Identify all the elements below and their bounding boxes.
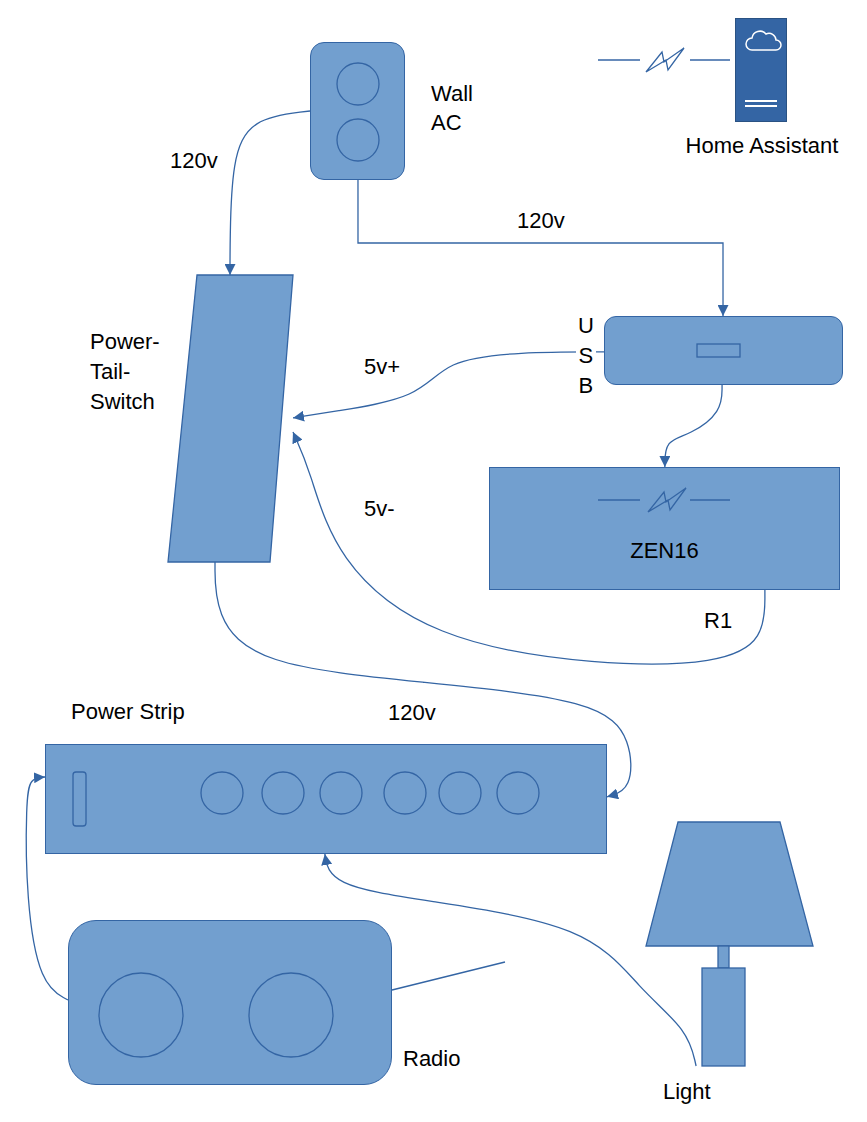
wire-connector <box>358 180 723 316</box>
shape-outline <box>646 822 813 1066</box>
text-slot: Wall AC <box>431 79 473 137</box>
text-slot: 120v <box>515 206 567 235</box>
lamp-base <box>702 968 745 1066</box>
text-slot: Radio <box>403 1044 460 1073</box>
wire-connector <box>665 385 722 467</box>
text-slot: 5v+ <box>362 352 402 381</box>
cloud-icon <box>746 31 781 50</box>
voltage-label: 120v <box>386 698 438 727</box>
lamp-shape: Light <box>646 822 813 1066</box>
outlet <box>497 772 539 814</box>
lamp-shade <box>646 822 813 946</box>
shape-outline <box>168 275 293 562</box>
node-label: Radio <box>403 1044 460 1073</box>
text-slot: 5v- <box>362 494 397 523</box>
node-label: Light <box>663 1077 711 1106</box>
wireless-line <box>598 59 640 60</box>
switch-outline <box>168 275 293 562</box>
speaker <box>249 973 333 1057</box>
text-slot: Light <box>663 1077 711 1106</box>
wire-connector <box>230 111 310 275</box>
switch-box: Power- Tail- Switch <box>168 275 293 562</box>
usb-port <box>697 344 740 357</box>
wireless-line <box>690 59 730 60</box>
node-label: U S B <box>576 311 596 401</box>
wireless-bolt <box>646 48 684 72</box>
text-slot: Home Assistant <box>686 131 839 160</box>
lamp-neck <box>718 946 729 968</box>
text-slot: 120v <box>168 146 220 175</box>
text-slot: U S B <box>576 311 596 401</box>
node-label: Power Strip <box>71 697 185 726</box>
outlet <box>320 772 362 814</box>
outlet <box>439 772 481 814</box>
speaker <box>99 973 183 1057</box>
text-slot: Power- Tail- Switch <box>90 327 160 417</box>
outlet <box>262 772 304 814</box>
relay-box: ZEN16 <box>489 467 840 590</box>
voltage-label: 5v+ <box>362 352 402 381</box>
voltage-label: 120v <box>515 206 567 235</box>
text-slot: Power Strip <box>71 697 185 726</box>
text-slot: ZEN16 <box>490 536 839 565</box>
server-line <box>745 105 777 107</box>
voltage-label: 5v- <box>362 494 397 523</box>
node-label: Wall AC <box>431 79 473 137</box>
socket <box>337 119 379 161</box>
terminal-name: R1 <box>702 606 734 635</box>
text-slot: 120v <box>386 698 438 727</box>
node-label: ZEN16 <box>630 536 698 565</box>
outlet <box>201 772 243 814</box>
node-label: Home Assistant <box>686 131 839 160</box>
voltage-label: 120v <box>168 146 220 175</box>
socket <box>337 63 379 105</box>
server-line <box>745 100 777 102</box>
node-label: Power- Tail- Switch <box>90 327 160 417</box>
wire-connector <box>293 352 604 418</box>
text-slot: R1 <box>702 606 734 635</box>
antenna <box>392 962 505 990</box>
wireless-line <box>690 499 730 500</box>
wireless-line <box>598 499 640 500</box>
wireless-bolt <box>648 488 686 512</box>
strip-switch <box>73 772 86 826</box>
outlet <box>384 772 426 814</box>
